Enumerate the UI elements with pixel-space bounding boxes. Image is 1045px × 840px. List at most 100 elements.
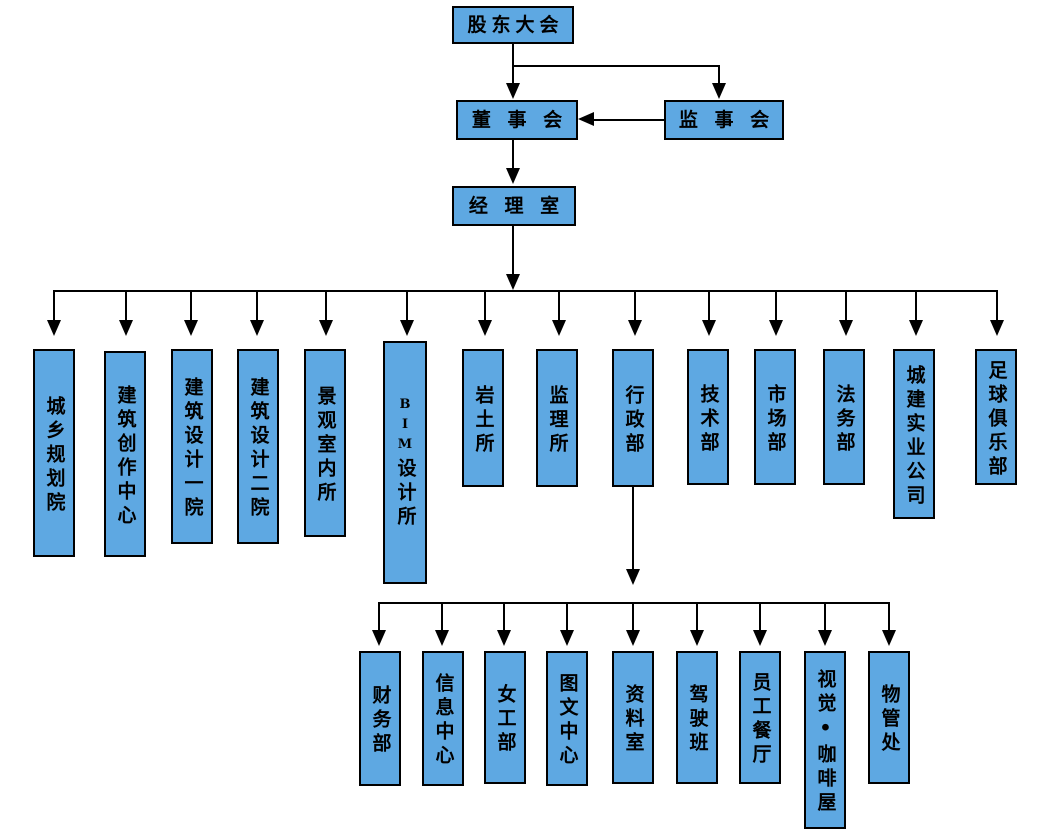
connector-shareholders-stem <box>512 44 514 66</box>
node-label: 技术部 <box>697 383 720 456</box>
connector-to-supervisors <box>718 65 720 84</box>
node-architecture-creation-center[interactable]: 建筑创作中心 <box>104 351 146 557</box>
arrow-dept-8 <box>552 320 566 336</box>
arrow-sub-7 <box>753 630 767 646</box>
connector-drop-dept-12 <box>845 290 847 322</box>
node-label: 资料室 <box>622 684 645 756</box>
node-womens-work-department[interactable]: 女工部 <box>484 651 526 784</box>
node-label: 建筑设计一院 <box>181 377 204 521</box>
node-label-latin-i: I <box>401 416 409 432</box>
node-label: 设计所 <box>394 458 417 531</box>
connector-drop-sub-7 <box>759 602 761 634</box>
node-label: 财务部 <box>369 685 392 757</box>
node-architecture-design-institute-1[interactable]: 建筑设计一院 <box>171 349 213 544</box>
arrow-dept-3 <box>184 320 198 336</box>
node-board-of-supervisors[interactable]: 监 事 会 <box>664 100 784 140</box>
connector-supervisors-to-board <box>594 119 664 121</box>
node-label: 监理所 <box>546 384 569 457</box>
arrow-dept-12 <box>839 320 853 336</box>
node-urban-rural-planning-institute[interactable]: 城乡规划院 <box>33 349 75 557</box>
node-label: 信息中心 <box>432 673 455 769</box>
node-visual-coffee-house[interactable]: 视觉•咖啡屋 <box>804 651 846 829</box>
connector-drop-dept-3 <box>190 290 192 322</box>
arrow-dept-2 <box>119 320 133 336</box>
node-bim-design-office[interactable]: B I M 设计所 <box>383 341 427 584</box>
connector-drop-sub-8 <box>824 602 826 634</box>
node-label: 物管处 <box>878 684 901 756</box>
node-architecture-design-institute-2[interactable]: 建筑设计二院 <box>237 349 279 544</box>
connector-drop-dept-9 <box>634 290 636 322</box>
node-driver-team[interactable]: 驾驶班 <box>676 651 718 784</box>
node-label-latin-m: M <box>397 437 413 453</box>
node-label: 法务部 <box>833 383 856 456</box>
node-finance-department[interactable]: 财务部 <box>359 651 401 786</box>
node-manager-office[interactable]: 经 理 室 <box>452 186 576 226</box>
node-label: 岩土所 <box>472 384 495 457</box>
connector-drop-sub-1 <box>378 602 380 634</box>
arrow-sub-8 <box>818 630 832 646</box>
connector-board-to-manager <box>512 140 514 170</box>
connector-drop-sub-6 <box>696 602 698 634</box>
node-label: 图文中心 <box>556 673 579 769</box>
arrow-dept-11 <box>769 320 783 336</box>
arrow-sub-9 <box>882 630 896 646</box>
arrow-dept-7 <box>478 320 492 336</box>
connector-drop-sub-2 <box>441 602 443 634</box>
arrow-to-supervisors <box>712 83 726 99</box>
arrow-sub-5 <box>626 630 640 646</box>
arrow-dept-5 <box>319 320 333 336</box>
node-label: 建筑创作中心 <box>114 384 137 529</box>
node-label: 行政部 <box>622 384 645 457</box>
node-technology-department[interactable]: 技术部 <box>687 349 729 485</box>
connector-drop-sub-9 <box>888 602 890 634</box>
connector-shareholders-bus <box>512 65 720 67</box>
node-label: 驾驶班 <box>686 684 709 756</box>
connector-drop-sub-4 <box>566 602 568 634</box>
arrow-sub-3 <box>497 630 511 646</box>
connector-drop-dept-11 <box>775 290 777 322</box>
node-information-center[interactable]: 信息中心 <box>422 651 464 786</box>
connector-drop-dept-2 <box>125 290 127 322</box>
node-label: 城乡规划院 <box>43 395 66 516</box>
connector-to-board <box>512 65 514 84</box>
connector-manager-stem <box>512 226 514 276</box>
node-label: 城建实业公司 <box>903 364 926 509</box>
node-label: 监 事 会 <box>678 108 775 131</box>
arrow-dept-4 <box>250 320 264 336</box>
arrow-dept-14 <box>990 320 1004 336</box>
node-label: 股东大会 <box>467 13 564 36</box>
node-marketing-department[interactable]: 市场部 <box>754 349 796 485</box>
node-staff-canteen[interactable]: 员工餐厅 <box>739 651 781 784</box>
node-property-management-office[interactable]: 物管处 <box>868 651 910 784</box>
connector-drop-dept-7 <box>484 290 486 322</box>
node-shareholders-meeting[interactable]: 股东大会 <box>452 6 574 44</box>
arrow-to-manager <box>506 168 520 184</box>
node-label: 建筑设计二院 <box>247 377 270 521</box>
node-archives-room[interactable]: 资料室 <box>612 651 654 784</box>
arrow-admin-to-subbus <box>626 569 640 585</box>
arrow-dept-1 <box>47 320 61 336</box>
node-football-club[interactable]: 足球俱乐部 <box>975 349 1017 485</box>
connector-drop-dept-6 <box>406 290 408 322</box>
connector-drop-dept-1 <box>53 290 55 322</box>
node-landscape-interior-office[interactable]: 景观室内所 <box>304 349 346 537</box>
node-label: 视觉•咖啡屋 <box>814 669 837 816</box>
node-board-of-directors[interactable]: 董 事 会 <box>456 100 578 140</box>
node-administration-department[interactable]: 行政部 <box>612 349 654 487</box>
node-label: 经 理 室 <box>468 194 565 217</box>
node-geotechnical-office[interactable]: 岩土所 <box>462 349 504 487</box>
node-label: 足球俱乐部 <box>985 359 1008 480</box>
node-label: 员工餐厅 <box>749 672 772 768</box>
node-graphics-text-center[interactable]: 图文中心 <box>546 651 588 786</box>
node-legal-department[interactable]: 法务部 <box>823 349 865 485</box>
arrow-sub-4 <box>560 630 574 646</box>
arrow-to-board <box>506 83 520 99</box>
node-chengjian-industrial-company[interactable]: 城建实业公司 <box>893 349 935 519</box>
arrow-sub-6 <box>690 630 704 646</box>
connector-drop-sub-5 <box>632 602 634 634</box>
node-supervision-office[interactable]: 监理所 <box>536 349 578 487</box>
node-label: 景观室内所 <box>314 385 337 506</box>
arrow-supervisors-to-board <box>578 112 594 126</box>
connector-drop-dept-8 <box>558 290 560 322</box>
